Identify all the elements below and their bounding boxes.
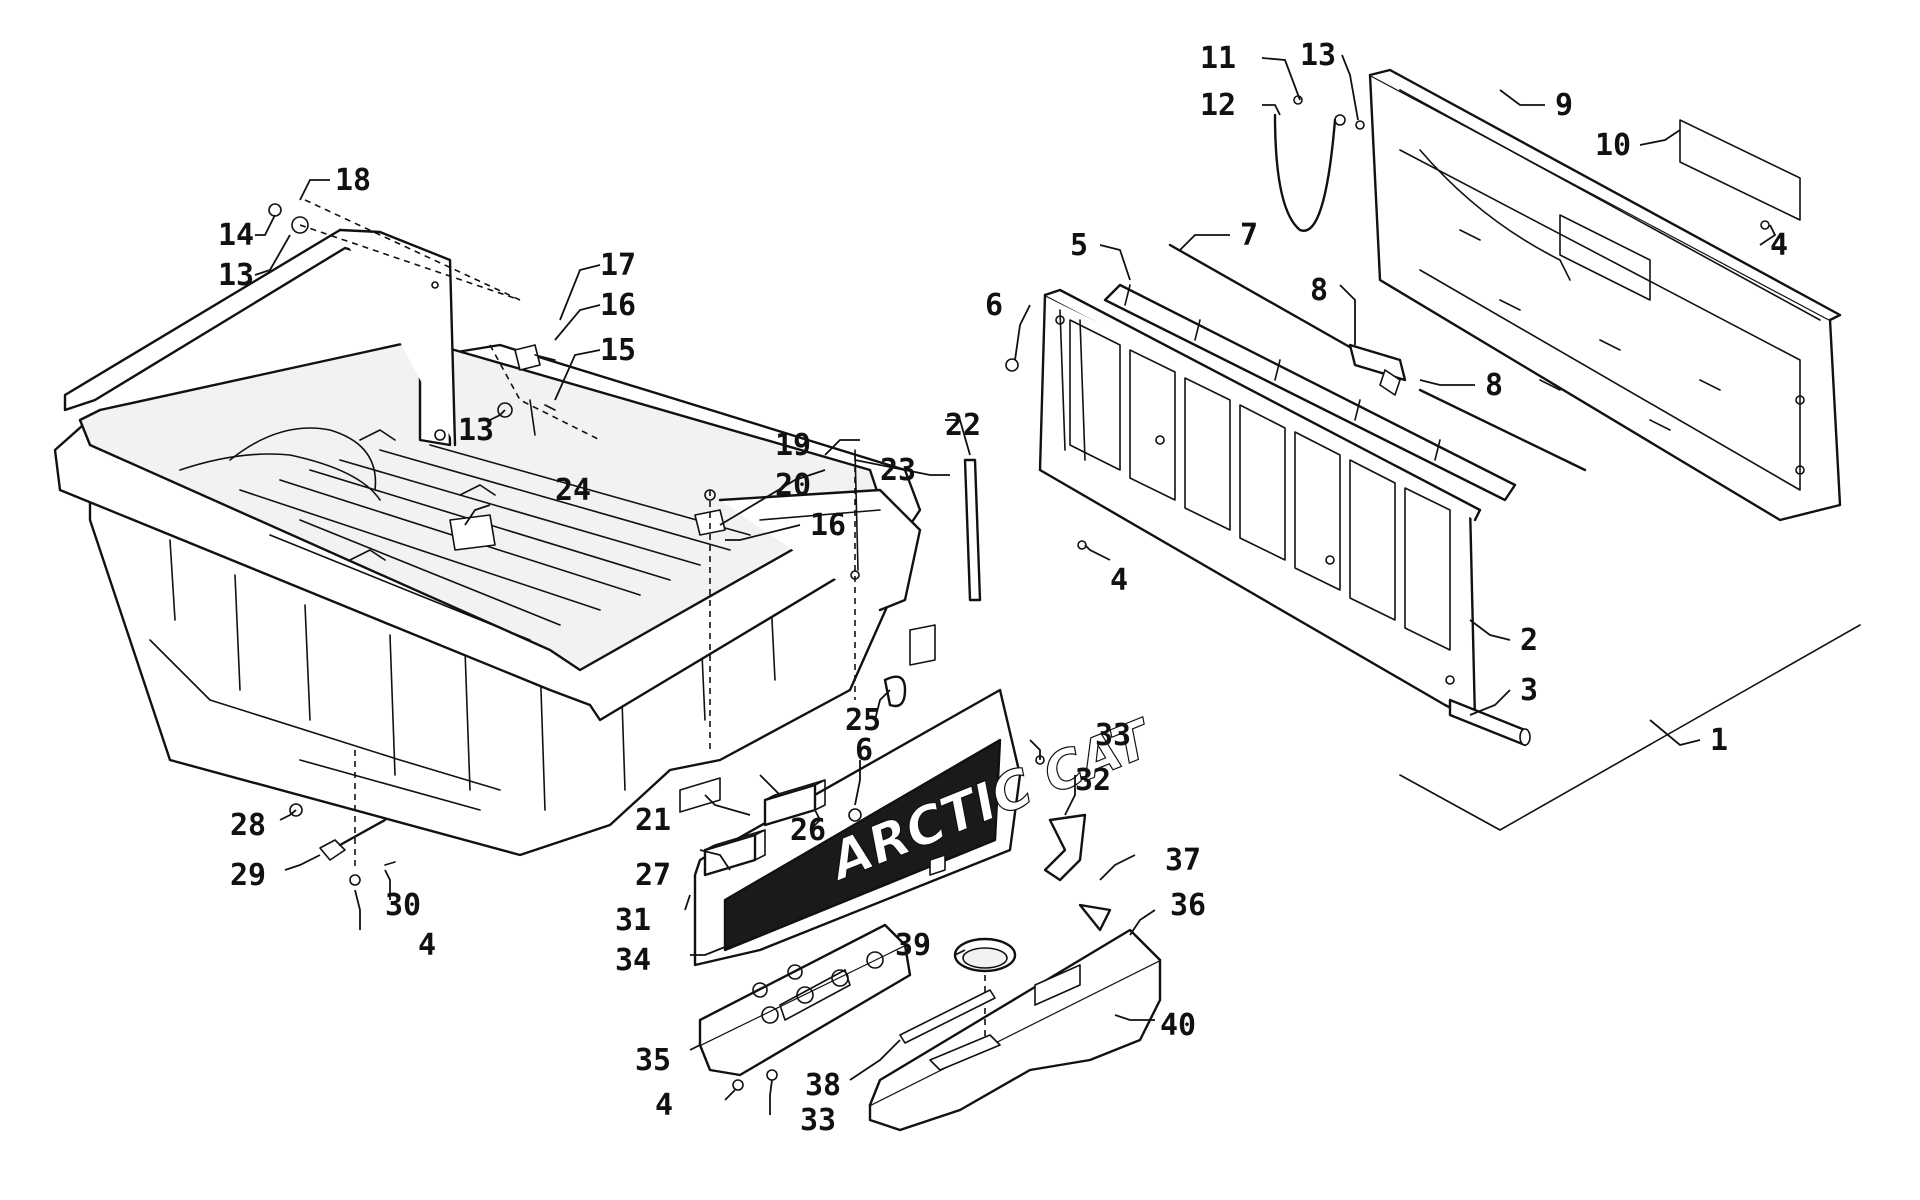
callout-40: 40: [1160, 1008, 1196, 1043]
callout-29: 29: [230, 858, 266, 893]
latch-rod: [1168, 243, 1587, 472]
tailgate-shell: [1038, 288, 1482, 722]
leader-lines: [254, 54, 1777, 1115]
callout-4-panel: 4: [1770, 228, 1788, 263]
callout-28: 28: [230, 808, 266, 843]
callout-8-lower: 8: [1485, 368, 1503, 403]
callout-3: 3: [1520, 673, 1538, 708]
callout-11: 11: [1200, 41, 1236, 76]
callout-21: 21: [635, 803, 671, 838]
callout-24: 24: [555, 473, 591, 508]
callout-23: 23: [880, 453, 916, 488]
heat-shield: [698, 923, 912, 1077]
strap: [1043, 813, 1087, 882]
lower-hardware: [289, 750, 396, 886]
callout-6-lower: 6: [855, 733, 873, 768]
callout-14: 14: [218, 218, 254, 253]
callout-25: 25: [845, 703, 881, 738]
small-fasteners: [732, 95, 1770, 1091]
callout-19: 19: [775, 428, 811, 463]
tailgate-inner-panel: [1368, 68, 1842, 522]
callout-10: 10: [1595, 128, 1631, 163]
callout-26: 26: [790, 813, 826, 848]
callout-33-lower: 33: [800, 1103, 836, 1138]
callout-33-upper: 33: [1095, 718, 1131, 753]
callout-1: 1: [1710, 723, 1728, 758]
ground-line: [1399, 624, 1861, 831]
callout-2: 2: [1520, 623, 1538, 658]
callout-18: 18: [335, 163, 371, 198]
callout-8-upper: 8: [1310, 273, 1328, 308]
callout-37: 37: [1165, 843, 1201, 878]
callout-27: 27: [635, 858, 671, 893]
warning-sticker: [1679, 119, 1801, 221]
callout-32: 32: [1075, 763, 1111, 798]
callout-20: 20: [775, 468, 811, 503]
callout-39: 39: [895, 928, 931, 963]
callout-6-tailgate: 6: [985, 288, 1003, 323]
callout-4-lower-left: 4: [418, 928, 436, 963]
bracket: [883, 675, 907, 708]
callout-15: 15: [600, 333, 636, 368]
callout-4-bottom: 4: [655, 1088, 673, 1123]
callout-9: 9: [1555, 88, 1573, 123]
tailgate-channel: [1103, 283, 1517, 502]
rear-bumper: [868, 928, 1162, 1132]
callout-4-tailgate: 4: [1110, 563, 1128, 598]
callout-35: 35: [635, 1043, 671, 1078]
seal-strip: [963, 458, 982, 602]
tailgate-cable: [1273, 113, 1337, 232]
bolt-and-plate: [694, 449, 860, 750]
callout-36: 36: [1170, 888, 1206, 923]
latch-assembly: [1348, 343, 1407, 396]
hinge-rod: [1448, 698, 1531, 747]
callout-17: 17: [600, 248, 636, 283]
callout-7: 7: [1240, 218, 1258, 253]
callout-30: 30: [385, 888, 421, 923]
callout-31: 31: [615, 903, 651, 938]
callout-13-box-lower: 13: [458, 413, 494, 448]
callout-38: 38: [805, 1068, 841, 1103]
callout-13-box-upper: 13: [218, 258, 254, 293]
clip: [909, 624, 936, 666]
callout-34: 34: [615, 943, 651, 978]
callout-22: 22: [945, 408, 981, 443]
bumper-strip: [899, 989, 996, 1044]
latch-hardware: [268, 199, 601, 441]
callout-12: 12: [1200, 88, 1236, 123]
reflector: [1078, 903, 1112, 932]
cargo-box: [53, 228, 922, 857]
callout-16-box: 16: [600, 288, 636, 323]
callout-5: 5: [1070, 228, 1088, 263]
callout-16-middle: 16: [810, 508, 846, 543]
callout-13-top: 13: [1300, 38, 1336, 73]
callout-labels: 1 2 3 4 4 4 4 5 6 6 7 8 8 9 10 11 12 13 …: [218, 38, 1788, 1138]
